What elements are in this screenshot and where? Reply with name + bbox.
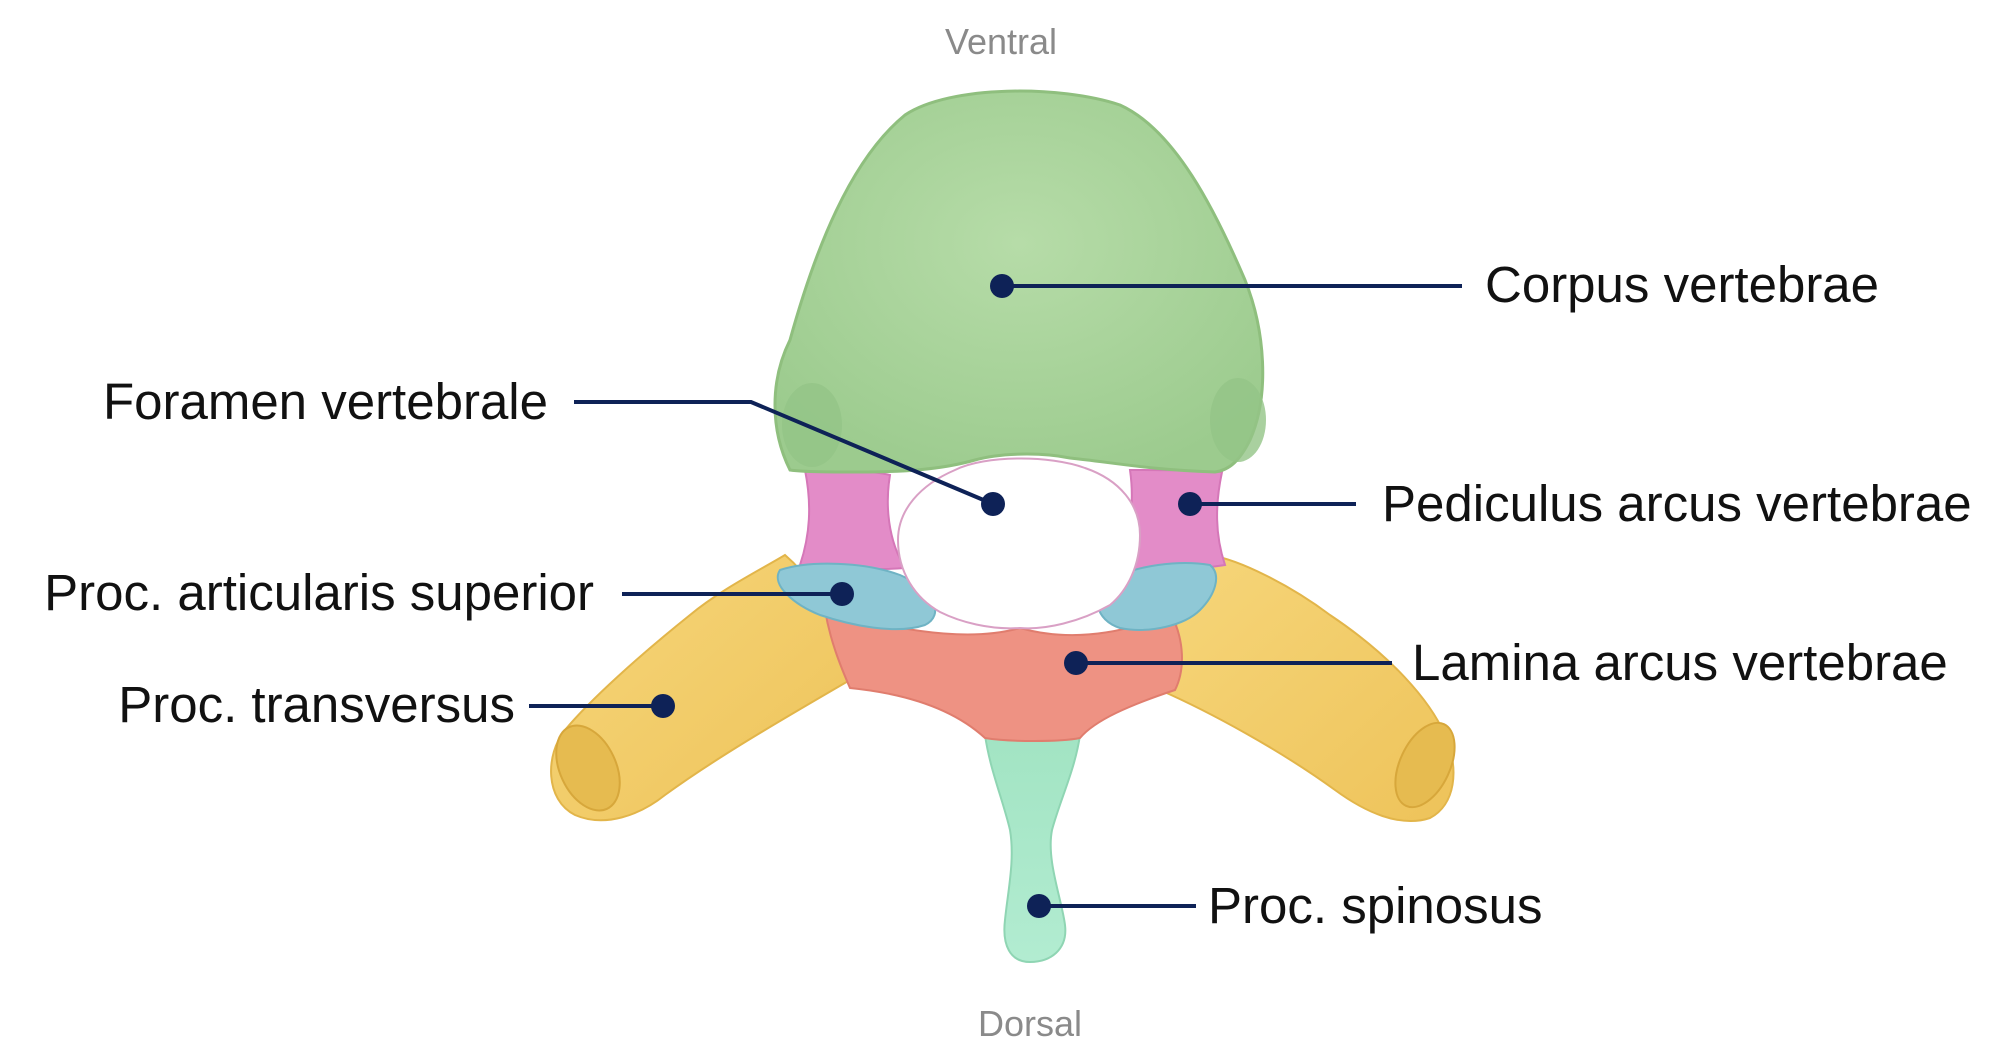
marker-pediculus: [1178, 492, 1202, 516]
label-pediculus: Pediculus arcus vertebrae: [1382, 475, 1972, 532]
body-facet-right: [1210, 378, 1266, 462]
articular-process-left: [776, 562, 937, 631]
orientation-ventral: Ventral: [945, 21, 1057, 62]
pedicle-left: [798, 468, 907, 571]
label-transversus: Proc. transversus: [118, 676, 515, 733]
transverse-tip-right: [1394, 721, 1456, 809]
marker-foramen: [981, 492, 1005, 516]
vertebral-foramen: [896, 457, 1142, 630]
label-articularis: Proc. articularis superior: [44, 564, 594, 621]
marker-spinosus: [1027, 894, 1051, 918]
label-foramen: Foramen vertebrale: [103, 373, 548, 430]
marker-corpus: [990, 274, 1014, 298]
body-facet-left: [782, 383, 842, 467]
label-corpus: Corpus vertebrae: [1485, 256, 1879, 313]
leader-foramen: [574, 400, 994, 506]
leaders: [529, 274, 1462, 918]
transverse-tip-left: [555, 724, 621, 812]
marker-transversus: [651, 694, 675, 718]
label-lamina: Lamina arcus vertebrae: [1412, 634, 1948, 691]
labels: Corpus vertebrae Foramen vertebrale Pedi…: [44, 256, 1971, 934]
vertebra-illustration: [550, 89, 1456, 964]
marker-articularis: [830, 582, 854, 606]
spinous-process: [983, 733, 1082, 964]
marker-lamina: [1064, 651, 1088, 675]
orientation-dorsal: Dorsal: [978, 1003, 1082, 1044]
label-spinosus: Proc. spinosus: [1208, 877, 1543, 934]
vertebral-body: [773, 89, 1265, 474]
